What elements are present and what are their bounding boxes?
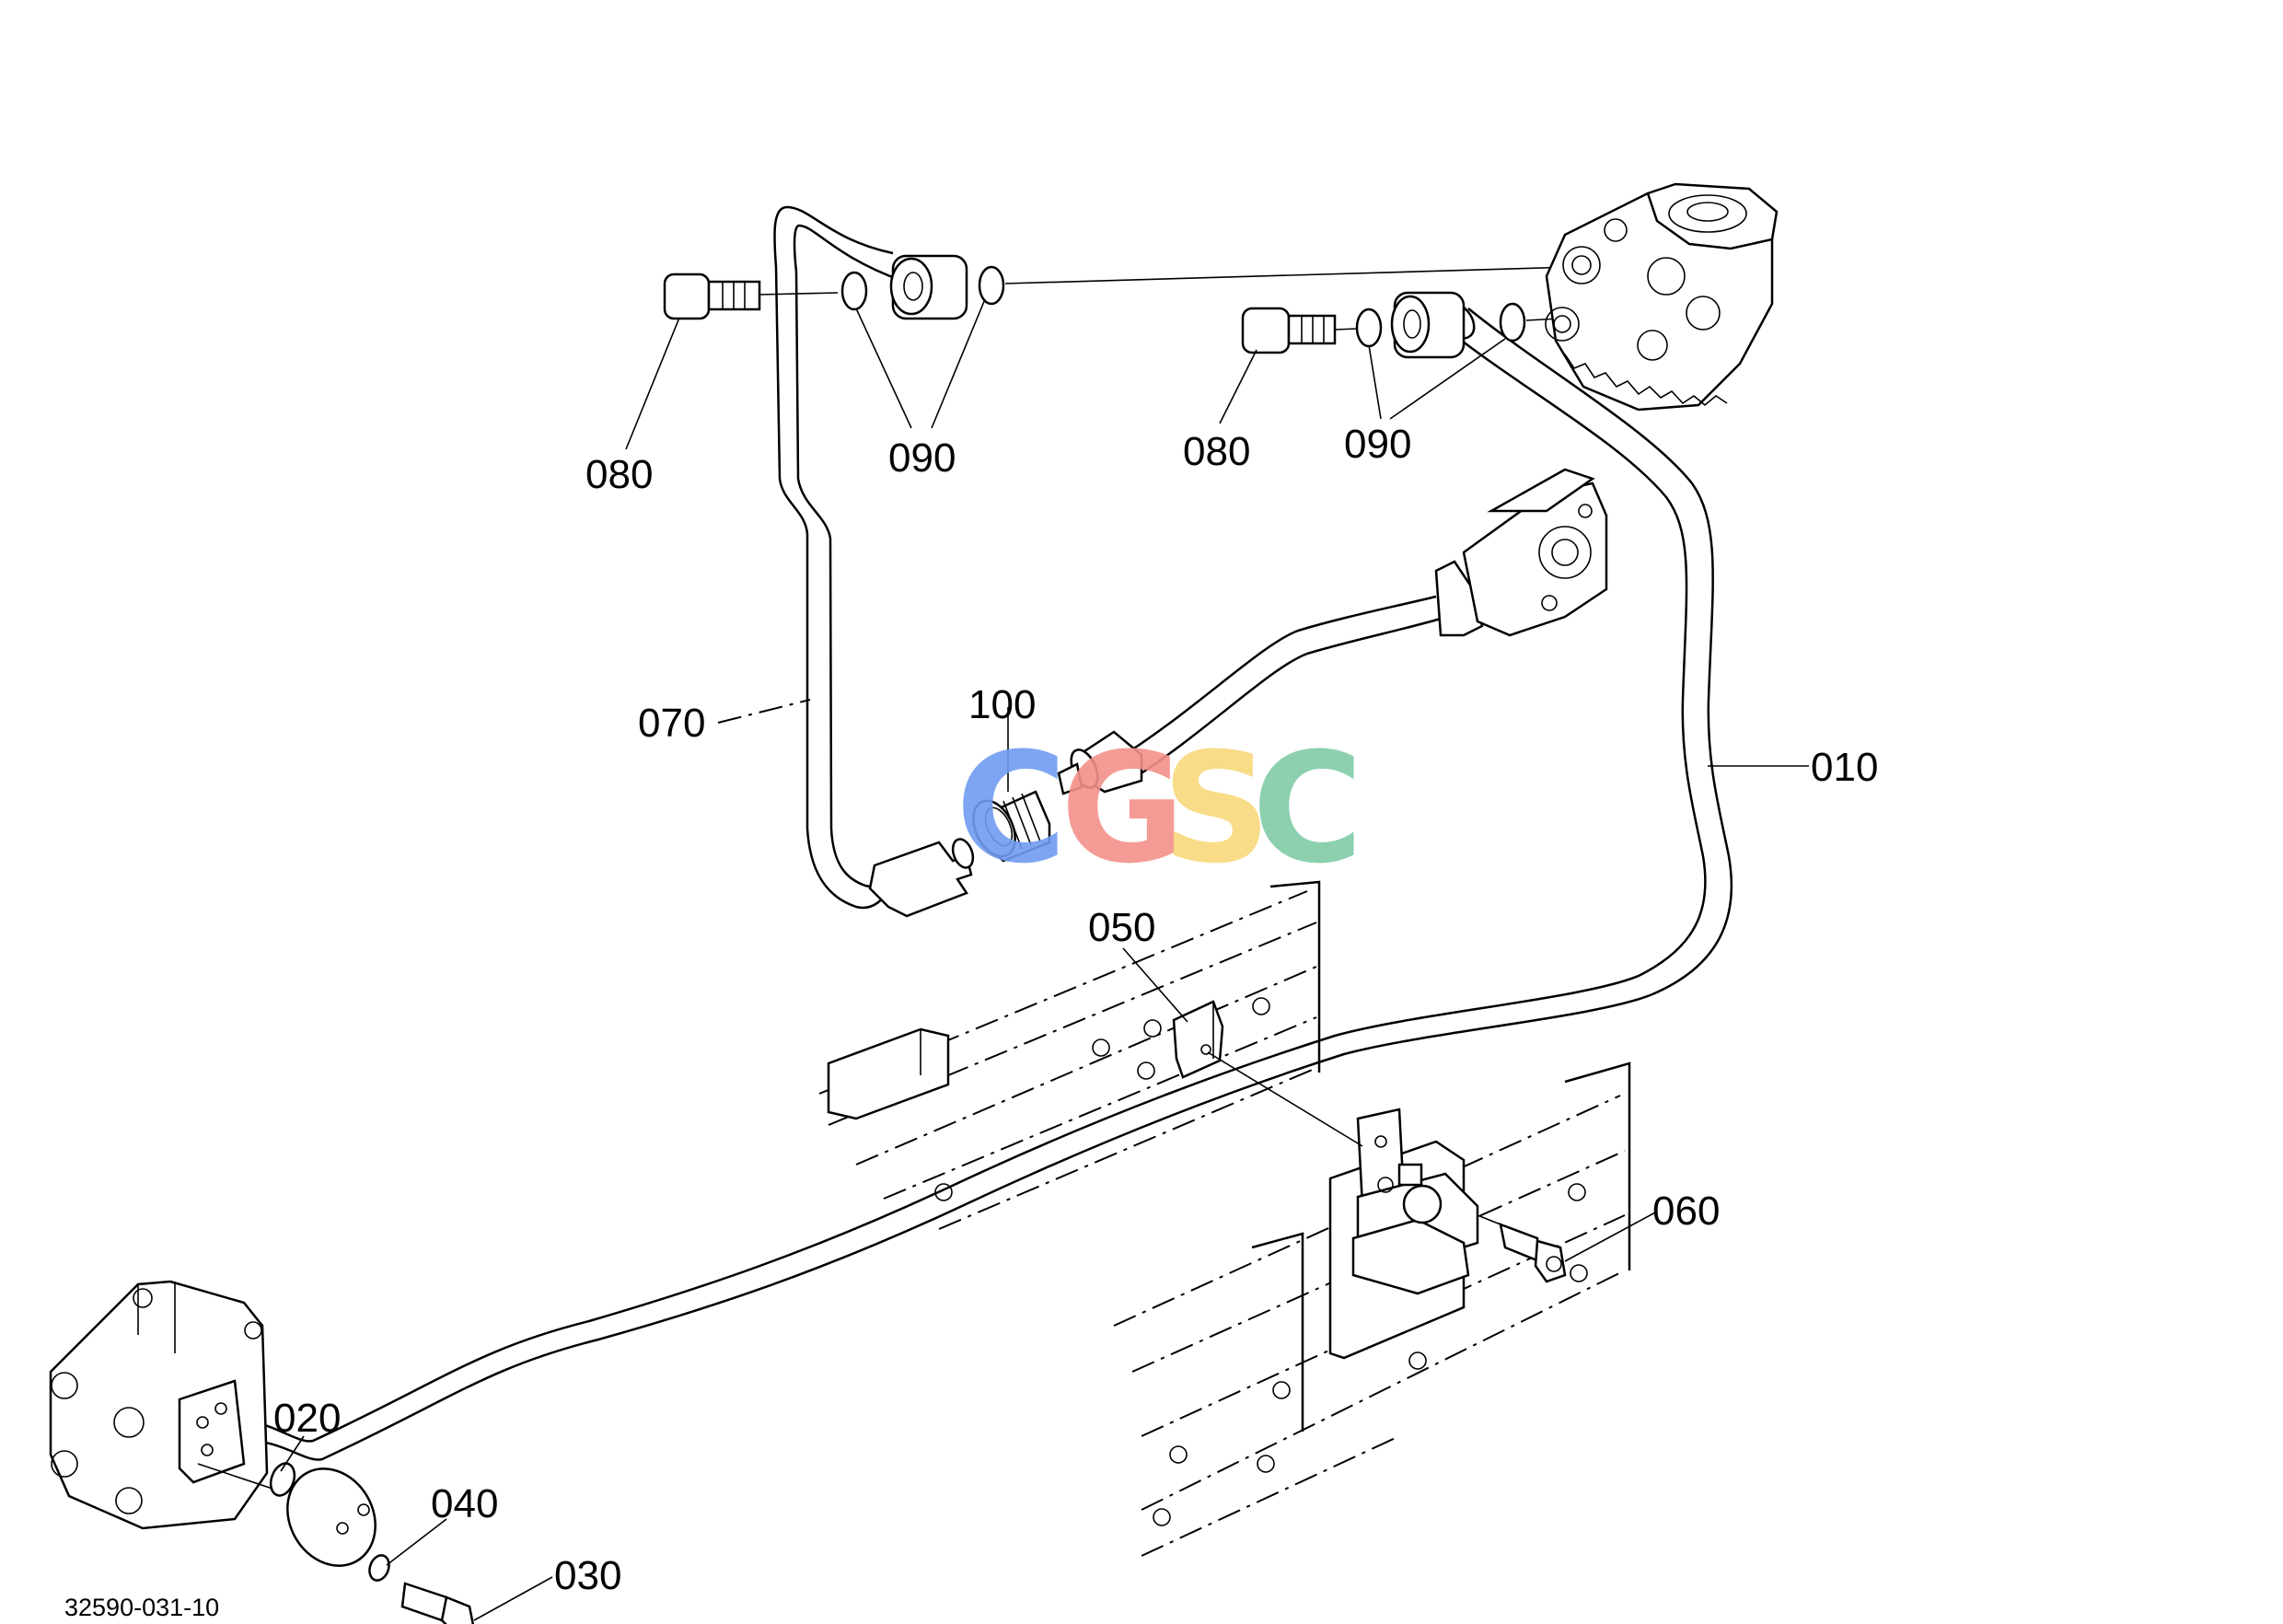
frame-rails — [818, 880, 1631, 1557]
callout-080-right: 080 — [1183, 429, 1250, 474]
bolt-060 — [1477, 1214, 1567, 1283]
banjo-fitting-left — [663, 254, 1575, 320]
hydraulic-pump — [49, 1280, 475, 1624]
clip-050 — [1172, 1000, 1363, 1147]
watermark-letter-g: G — [1060, 720, 1185, 897]
callout-070: 070 — [638, 701, 705, 746]
callout-100: 100 — [968, 682, 1036, 727]
watermark-letter-s: S — [1162, 720, 1271, 897]
pipe-070 — [773, 205, 975, 918]
watermark-letter-c2: C — [1252, 720, 1363, 897]
banjo-fitting-right — [1241, 291, 1561, 359]
callout-040: 040 — [431, 1481, 498, 1526]
watermark-letter-c1: C — [956, 720, 1067, 897]
callout-030: 030 — [554, 1553, 621, 1598]
callout-050: 050 — [1088, 905, 1155, 950]
callout-010: 010 — [1811, 745, 1878, 790]
adapter-100 — [972, 790, 1051, 863]
callout-090-left: 090 — [888, 435, 956, 481]
callout-060: 060 — [1652, 1189, 1720, 1234]
callout-080-left: 080 — [585, 452, 653, 497]
drawing-number: 32590-031-10 — [64, 1594, 219, 1621]
callout-labels: 080 090 080 090 070 100 010 050 060 020 … — [273, 422, 1878, 1598]
watermark-logo: C G S C — [956, 720, 1363, 897]
callout-090-right: 090 — [1344, 422, 1411, 467]
steering-unit — [1545, 182, 1779, 412]
callout-020: 020 — [273, 1396, 341, 1441]
mounting-bracket — [1328, 1108, 1479, 1360]
leader-lines — [280, 298, 1809, 1621]
cylinder-pipe — [1057, 468, 1608, 795]
